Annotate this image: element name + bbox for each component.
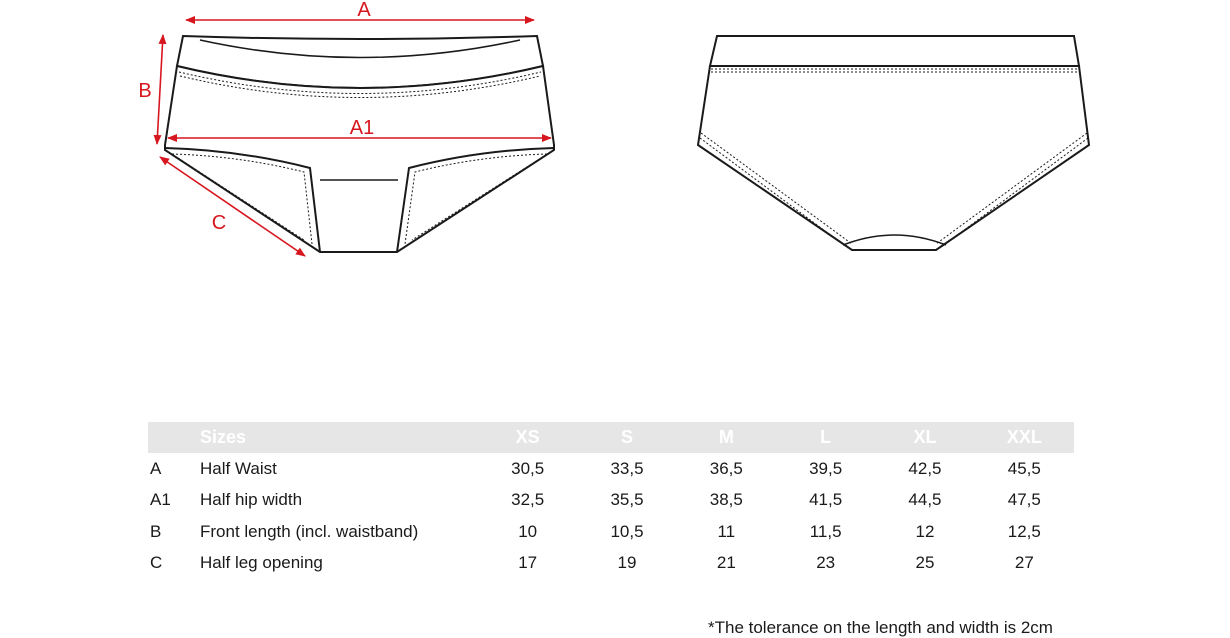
row-label: Half hip width bbox=[200, 490, 303, 510]
table-row: A Half Waist 30,5 33,5 36,5 39,5 42,5 45… bbox=[148, 453, 1074, 485]
dimension-lines bbox=[153, 16, 552, 257]
size-value: 36,5 bbox=[709, 458, 743, 478]
header-size-m: M bbox=[718, 427, 734, 447]
dimension-c-arrow bbox=[159, 156, 306, 257]
size-value: 38,5 bbox=[709, 490, 743, 510]
dimension-label-a1: A1 bbox=[350, 117, 374, 139]
row-label: Front length (incl. waistband) bbox=[200, 521, 419, 541]
row-code: A bbox=[150, 458, 162, 478]
row-code: B bbox=[150, 521, 162, 541]
header-size-xxl: XXL bbox=[1006, 427, 1042, 447]
back-view-garment bbox=[696, 35, 1091, 251]
size-value: 21 bbox=[716, 553, 736, 573]
row-label: Half leg opening bbox=[200, 553, 323, 573]
header-code-cell bbox=[148, 422, 200, 453]
header-size-xl: XL bbox=[913, 427, 937, 447]
size-value: 42,5 bbox=[908, 458, 942, 478]
size-value: 17 bbox=[518, 553, 538, 573]
row-code: A1 bbox=[150, 490, 171, 510]
size-value: 44,5 bbox=[908, 490, 942, 510]
dimension-label-c: C bbox=[212, 212, 226, 234]
size-value: 11 bbox=[717, 521, 736, 541]
size-chart-table: Sizes XS S M L XL XXL A Half Waist 30,5 … bbox=[148, 422, 1074, 579]
size-value: 47,5 bbox=[1007, 490, 1041, 510]
row-label: Half Waist bbox=[200, 458, 277, 478]
size-value: 33,5 bbox=[610, 458, 644, 478]
table-row: B Front length (incl. waistband) 10 10,5… bbox=[148, 516, 1074, 548]
table-row: C Half leg opening 17 19 21 23 25 27 bbox=[148, 548, 1074, 580]
header-size-l: L bbox=[820, 427, 832, 447]
size-value: 27 bbox=[1014, 553, 1034, 573]
header-size-s: S bbox=[620, 427, 633, 447]
size-value: 19 bbox=[617, 553, 637, 573]
size-value: 41,5 bbox=[809, 490, 843, 510]
tolerance-note: *The tolerance on the length and width i… bbox=[708, 618, 1053, 637]
table-header-row: Sizes XS S M L XL XXL bbox=[148, 422, 1074, 453]
dimension-label-b: B bbox=[138, 80, 151, 102]
size-value: 45,5 bbox=[1007, 458, 1041, 478]
size-value: 12,5 bbox=[1007, 521, 1041, 541]
table-row: A1 Half hip width 32,5 35,5 38,5 41,5 44… bbox=[148, 485, 1074, 517]
dimension-label-a: A bbox=[357, 0, 371, 21]
size-value: 11,5 bbox=[809, 521, 842, 541]
size-value: 10,5 bbox=[610, 521, 644, 541]
size-value: 32,5 bbox=[511, 490, 545, 510]
header-sizes-label: Sizes bbox=[200, 427, 247, 447]
size-value: 12 bbox=[915, 521, 935, 541]
size-value: 25 bbox=[915, 553, 935, 573]
header-size-xs: XS bbox=[515, 427, 540, 447]
row-code: C bbox=[150, 553, 163, 573]
size-value: 35,5 bbox=[610, 490, 644, 510]
dimension-b-arrow bbox=[153, 34, 167, 145]
size-value: 10 bbox=[518, 521, 538, 541]
size-value: 23 bbox=[816, 553, 836, 573]
size-value: 30,5 bbox=[511, 458, 545, 478]
size-value: 39,5 bbox=[809, 458, 843, 478]
